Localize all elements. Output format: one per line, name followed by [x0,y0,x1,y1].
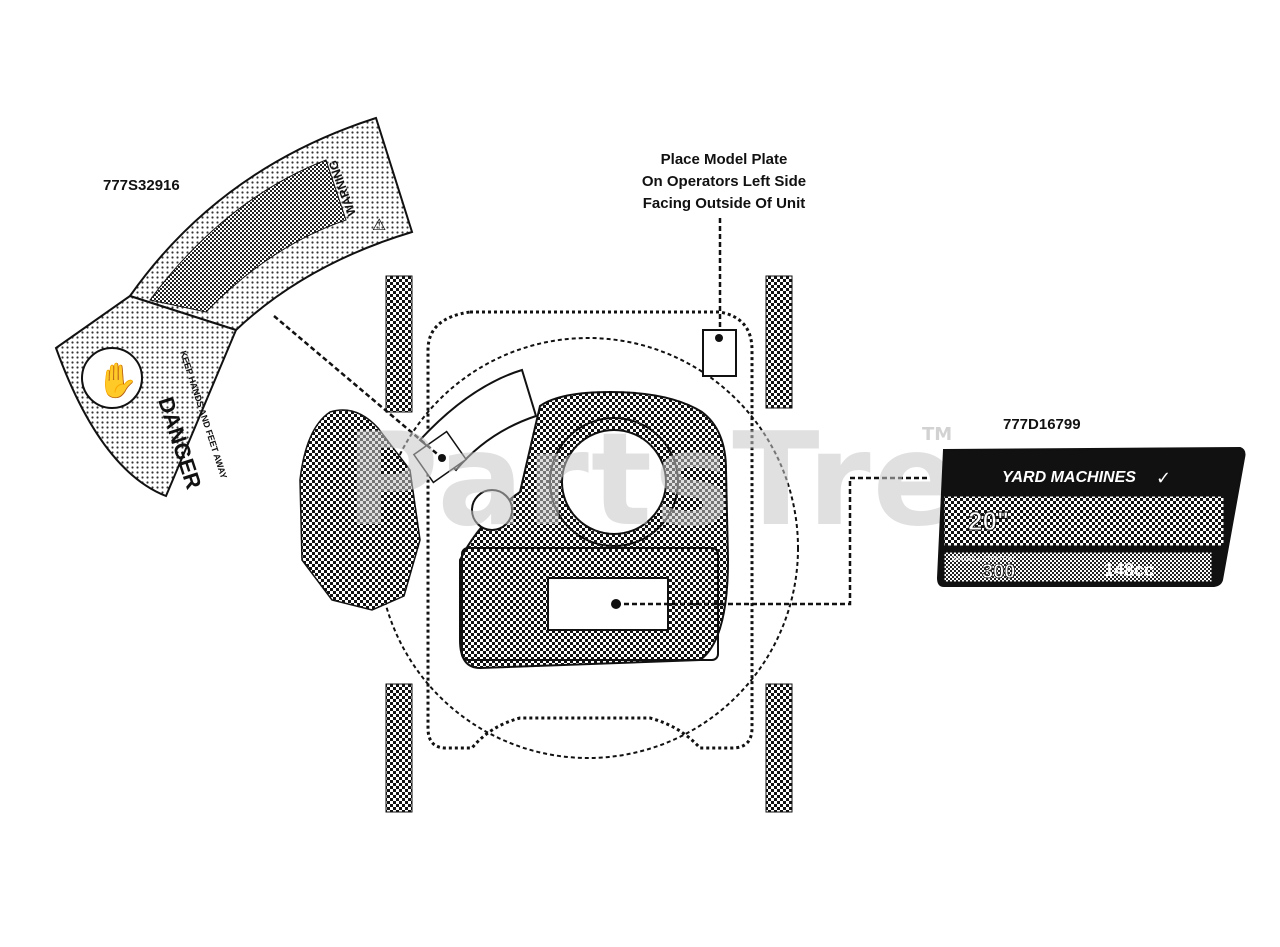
wheel-front-left [385,683,413,813]
danger-warning-decal: ✋ DANGER KEEP HANDS AND FEET AWAY WARNIN… [54,116,414,498]
mower-deck-outline [426,310,754,750]
engine-decal-pattern-band [943,495,1225,547]
engine-inner-frame [461,547,719,661]
hand-hazard-icon [81,347,143,409]
wheel-front-right [765,683,793,813]
engine-decal-brand: YARD MACHINES [1002,469,1136,486]
model-plate-note-line2: On Operators Left Side [642,173,806,190]
leader-line-danger-decal [273,315,443,459]
oil-cap [471,489,513,531]
leader-line-engine-decal [616,476,930,606]
model-plate-marker [715,334,723,342]
rear-bag-shape [299,409,421,611]
starter-circle [561,429,667,535]
engine-decal-deck-size: 20" [968,506,1009,536]
engine-decal-series: 300 [982,561,1015,583]
model-plate-note-line3: Facing Outside Of Unit [643,195,806,212]
danger-decal-panel [54,294,238,498]
engine-decal-displacement: 148cc [1104,560,1154,580]
model-plate-note-line1: Place Model Plate [661,151,788,168]
watermark-text: PartsTree [345,406,1050,555]
wheel-rear-right [765,275,793,409]
engine-decal-lower-band [943,551,1213,583]
wheel-rear-left [385,275,413,413]
engine-decal: YARD MACHINES ✓ 20" BRIGGS & STRATTON 30… [936,446,1246,587]
danger-decal-part-number: 777S32916 [103,177,180,194]
hand-glyph: ✋ [96,361,138,401]
engine-decal-brand-mark: ✓ [1156,468,1171,489]
watermark-tm: TM [922,424,952,445]
engine-decal-engine-brand: BRIGGS & STRATTON [952,557,1014,563]
warning-alert-icon: ⚠ [372,215,386,234]
engine-decal-part-number: 777D16799 [1003,416,1081,433]
warning-decal-dark-band [149,159,347,313]
